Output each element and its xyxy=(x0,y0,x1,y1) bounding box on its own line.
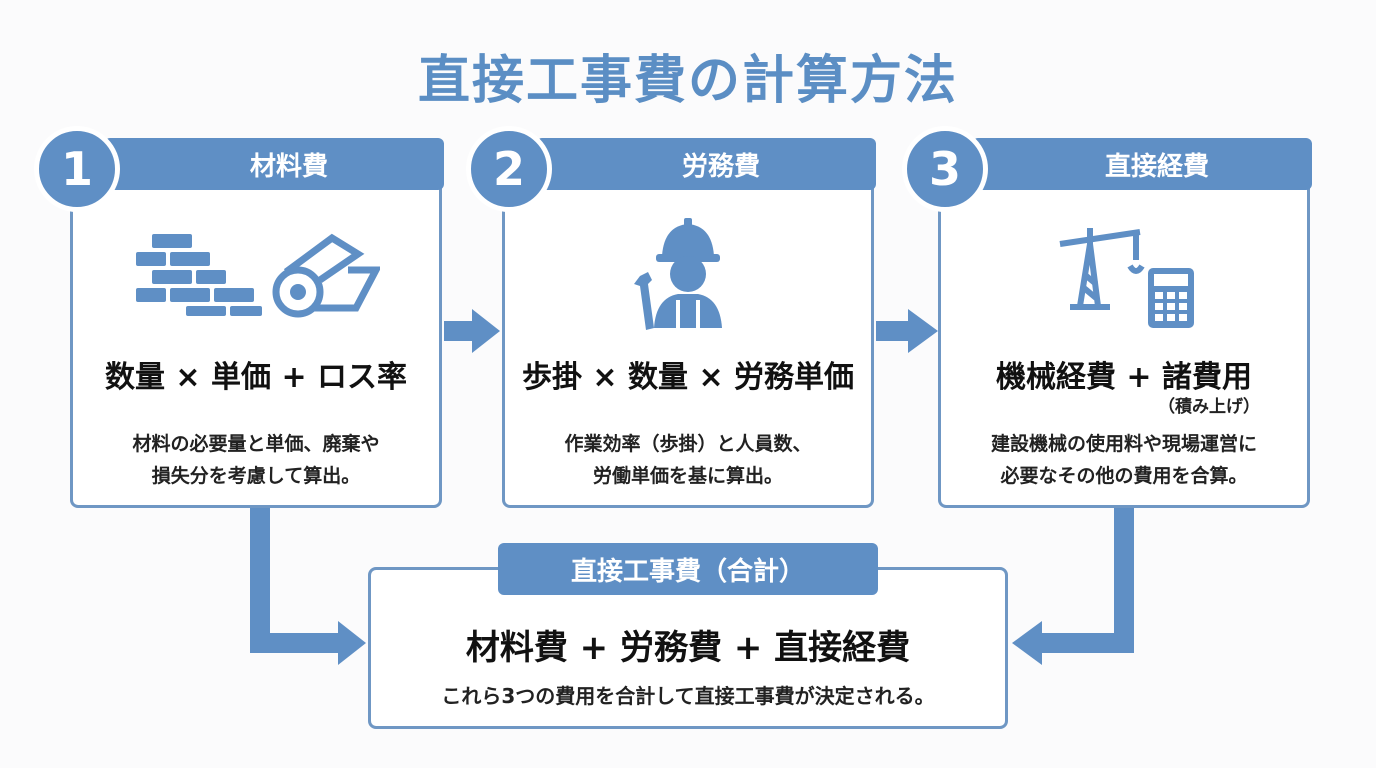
arrow-right-elbow-horizontal xyxy=(1040,633,1134,653)
card-3-header: 直接経費 xyxy=(972,138,1312,190)
card-2-formula: 歩掛 × 数量 × 労務単価 xyxy=(521,360,855,395)
card-3-formula-note: （積み上げ） xyxy=(1158,397,1260,417)
step-3-badge: 3 xyxy=(902,126,988,212)
arrow-1-to-2-head xyxy=(472,309,500,353)
card-2-header: 労務費 xyxy=(536,138,876,190)
arrow-right-elbow-vertical xyxy=(1114,508,1134,653)
card-direct-expenses xyxy=(938,176,1310,508)
total-formula: 材料費 + 労務費 + 直接経費 xyxy=(465,628,911,668)
card-2-description-line-1: 作業効率（歩掛）と人員数、 xyxy=(564,433,812,455)
arrow-2-to-3-head xyxy=(908,309,938,353)
arrow-right-elbow-head xyxy=(1012,621,1042,665)
page-title: 直接工事費の計算方法 xyxy=(417,51,958,111)
arrow-left-elbow-horizontal xyxy=(250,633,340,653)
card-3-description: 建設機械の使用料や現場運営に 必要なその他の費用を合算。 xyxy=(938,428,1310,492)
step-2-badge: 2 xyxy=(466,126,552,212)
card-1-description-line-1: 材料の必要量と単価、廃棄や xyxy=(132,433,380,455)
card-1-description: 材料の必要量と単価、廃棄や 損失分を考慮して算出。 xyxy=(70,428,442,492)
card-1-description-line-2: 損失分を考慮して算出。 xyxy=(151,465,361,487)
arrow-left-elbow-vertical xyxy=(250,508,270,653)
arrow-1-to-2-shaft xyxy=(444,321,474,341)
total-description: これら3つの費用を合計して直接工事費が決定される。 xyxy=(441,684,935,708)
total-header: 直接工事費（合計） xyxy=(498,543,878,595)
card-1-header: 材料費 xyxy=(104,138,444,190)
card-3-formula: 機械経費 + 諸費用 xyxy=(995,360,1253,395)
card-3-description-line-1: 建設機械の使用料や現場運営に xyxy=(990,433,1257,455)
step-1-badge: 1 xyxy=(34,126,120,212)
card-1-formula: 数量 × 単価 + ロス率 xyxy=(104,360,408,395)
worker-icon xyxy=(634,218,722,330)
bricks-and-roll-icon xyxy=(136,233,380,318)
crane-and-calculator-icon xyxy=(1059,228,1194,328)
card-2-description: 作業効率（歩掛）と人員数、 労働単価を基に算出。 xyxy=(502,428,874,492)
card-2-description-line-2: 労働単価を基に算出。 xyxy=(592,465,783,487)
arrow-left-elbow-head xyxy=(338,621,366,665)
arrow-2-to-3-shaft xyxy=(876,321,910,341)
card-3-description-line-2: 必要なその他の費用を合算。 xyxy=(1000,465,1248,487)
